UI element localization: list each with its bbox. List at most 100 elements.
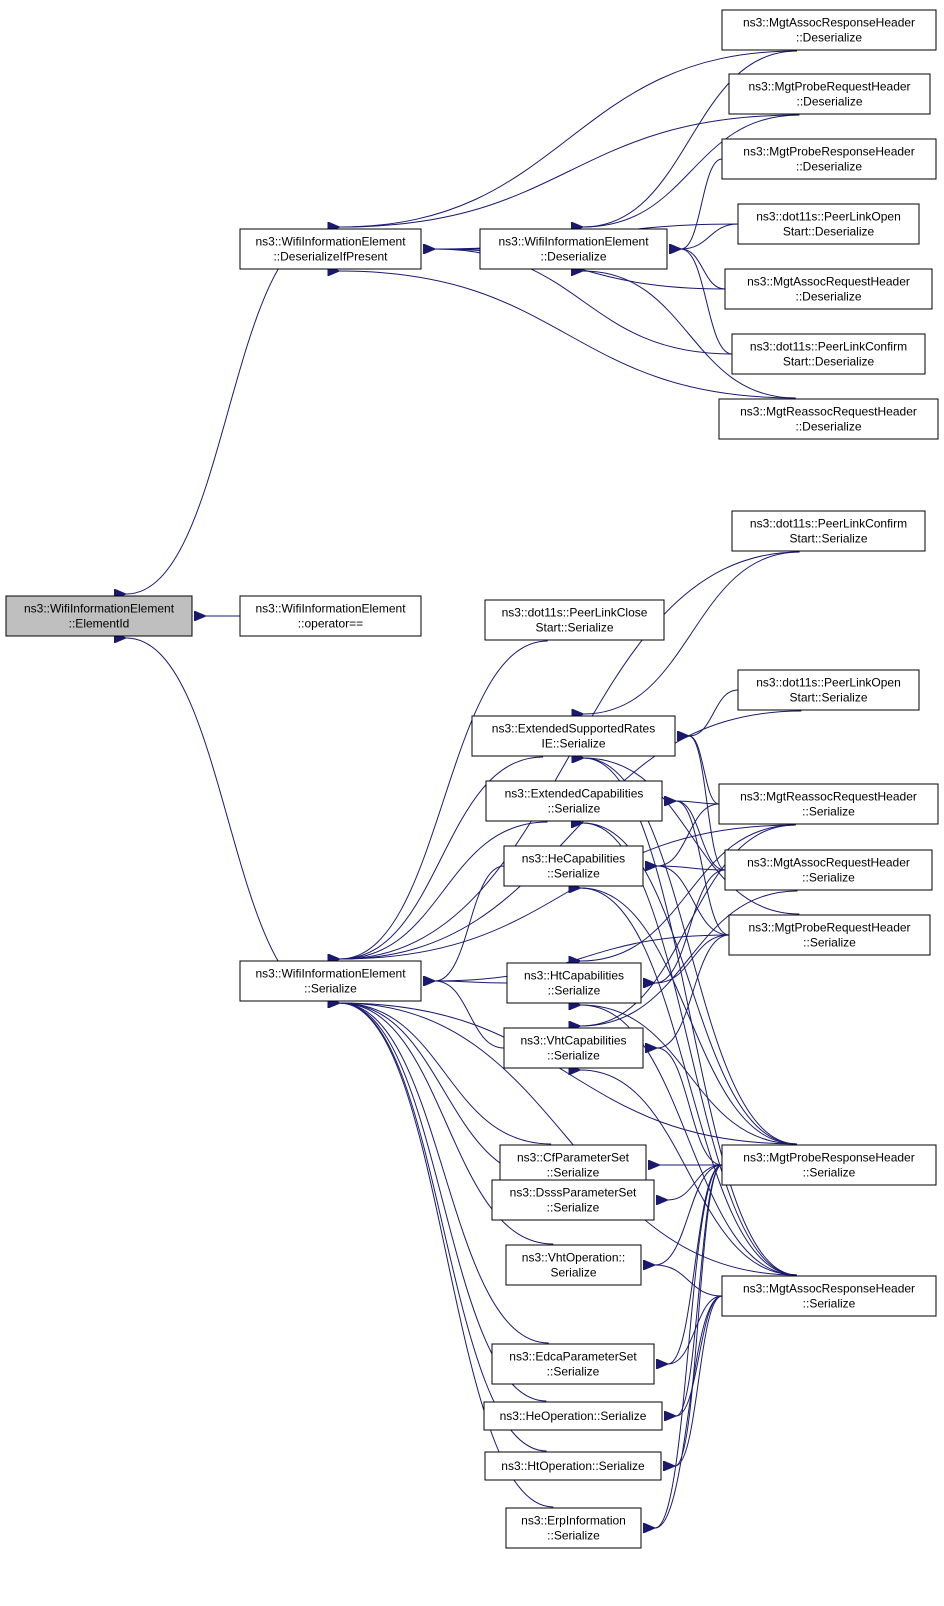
node-label: ::operator== [298, 617, 363, 631]
node-label: ns3::WifiInformationElement [255, 235, 406, 249]
call-edge-die-to-root [126, 228, 331, 594]
call-edge-s_proberesp-to-edca [668, 1164, 723, 1364]
node-label: ns3::HtOperation::Serialize [501, 1459, 645, 1473]
graph-node-erp[interactable]: ns3::ErpInformation::Serialize [505, 1507, 642, 1549]
graph-node-edca[interactable]: ns3::EdcaParameterSet::Serialize [491, 1343, 655, 1385]
graph-node-d_plopen[interactable]: ns3::dot11s::PeerLinkOpenStart::Deserial… [737, 203, 920, 245]
node-box [721, 1275, 937, 1317]
graph-node-d_assocresp[interactable]: ns3::MgtAssocResponseHeader::Deserialize [721, 9, 937, 51]
node-label: ns3::ExtendedCapabilities [505, 787, 644, 801]
node-box [724, 849, 933, 891]
node-label: ::DeserializeIfPresent [273, 250, 388, 264]
node-label: ns3::ErpInformation [521, 1514, 626, 1528]
node-box [721, 138, 937, 180]
graph-node-htop[interactable]: ns3::HtOperation::Serialize [484, 1451, 662, 1481]
node-box [239, 595, 422, 637]
graph-node-s_reassocreq[interactable]: ns3::MgtReassocRequestHeader::Serialize [718, 783, 939, 825]
graph-node-ser[interactable]: ns3::WifiInformationElement::Serialize [239, 960, 422, 1002]
node-box [471, 715, 676, 757]
graph-node-d_plconfirm[interactable]: ns3::dot11s::PeerLinkConfirmStart::Deser… [731, 333, 926, 375]
node-label: ns3::ExtendedSupportedRates [492, 722, 655, 736]
node-label: ns3::dot11s::PeerLinkClose [502, 606, 648, 620]
graph-node-s_probereq[interactable]: ns3::MgtProbeRequestHeader::Serialize [728, 914, 931, 956]
node-label: Start::Deserialize [783, 225, 875, 239]
node-box [503, 845, 644, 887]
call-edge-s_assocresp-to-hecap [580, 888, 797, 1276]
graph-node-htcap[interactable]: ns3::HtCapabilities::Serialize [506, 962, 642, 1004]
node-box [731, 510, 926, 552]
node-box [491, 1343, 655, 1385]
graph-node-hecap[interactable]: ns3::HeCapabilities::Serialize [503, 845, 644, 887]
graph-node-s_proberesp[interactable]: ns3::MgtProbeResponseHeader::Serialize [721, 1144, 937, 1186]
node-label: ns3::dot11s::PeerLinkConfirm [750, 340, 907, 354]
call-edge-s_probereq-to-extrates [584, 758, 800, 915]
call-edge-hecap-to-ser [435, 865, 505, 981]
call-edge-d_assocresp-to-die [340, 50, 797, 227]
graph-node-opeq[interactable]: ns3::WifiInformationElement::operator== [239, 595, 422, 637]
node-box [484, 1451, 662, 1481]
graph-node-d_assocreq[interactable]: ns3::MgtAssocRequestHeader::Deserialize [724, 268, 933, 310]
node-box [718, 398, 939, 440]
graph-node-root[interactable]: ns3::WifiInformationElement::ElementId [5, 595, 193, 637]
graph-node-s_assocresp[interactable]: ns3::MgtAssocResponseHeader::Serialize [721, 1275, 937, 1317]
graph-node-heop[interactable]: ns3::HeOperation::Serialize [483, 1401, 663, 1431]
call-edge-s_probereq-to-hecap [657, 866, 730, 936]
graph-node-s_assocreq[interactable]: ns3::MgtAssocRequestHeader::Serialize [724, 849, 933, 891]
node-label: ns3::dot11s::PeerLinkOpen [756, 676, 901, 690]
node-box [724, 268, 933, 310]
call-edge-s_assocresp-to-erp [655, 1295, 723, 1528]
node-box [479, 228, 668, 270]
call-edge-d_assocreq-to-deser [681, 249, 726, 290]
node-box [728, 914, 931, 956]
node-label: Start::Deserialize [783, 355, 875, 369]
node-label: ::Deserialize [796, 95, 862, 109]
node-label: ns3::MgtAssocResponseHeader [743, 1282, 915, 1296]
call-edge-s_proberesp-to-dsss [668, 1164, 723, 1200]
call-edge-d_probereq-to-die [340, 114, 800, 227]
graph-node-s_plopen[interactable]: ns3::dot11s::PeerLinkOpenStart::Serializ… [737, 669, 920, 711]
node-label: Start::Serialize [535, 621, 613, 635]
node-box [505, 1244, 642, 1286]
call-edge-s_probereq-to-htcap [655, 934, 730, 983]
node-label: ::Serialize [547, 1166, 600, 1180]
call-edge-s_proberesp-to-vhtcap [657, 1048, 723, 1166]
graph-node-extcap[interactable]: ns3::ExtendedCapabilities::Serialize [485, 780, 663, 822]
node-label: ns3::MgtProbeRequestHeader [748, 80, 910, 94]
node-box [737, 203, 920, 245]
call-edge-s_reassocreq-to-hecap [657, 803, 720, 866]
call-edge-s_reassocreq-to-htcap [581, 824, 796, 961]
graph-node-d_reassocreq[interactable]: ns3::MgtReassocRequestHeader::Deserializ… [718, 398, 939, 440]
node-label: ::Serialize [803, 1166, 856, 1180]
call-edge-s_assocreq-to-vhtcap [580, 890, 798, 1026]
node-label: ::Deserialize [796, 31, 862, 45]
call-edge-edca-to-ser [340, 1003, 549, 1344]
node-box [505, 1507, 642, 1549]
graph-node-vhtop[interactable]: ns3::VhtOperation::Serialize [505, 1244, 642, 1286]
node-box [737, 669, 920, 711]
graph-node-die[interactable]: ns3::WifiInformationElement::Deserialize… [239, 228, 422, 270]
node-label: Serialize [550, 1266, 596, 1280]
node-box [718, 783, 939, 825]
node-box [506, 962, 642, 1004]
call-edge-s_reassocreq-to-extcap [676, 801, 720, 804]
graph-node-cfparam[interactable]: ns3::CfParameterSet::Serialize [499, 1144, 647, 1186]
node-label: ns3::MgtProbeResponseHeader [743, 1151, 914, 1165]
call-edge-d_proberesp-to-deser [681, 158, 723, 249]
node-label: ns3::MgtReassocRequestHeader [740, 405, 917, 419]
graph-node-d_proberesp[interactable]: ns3::MgtProbeResponseHeader::Deserialize [721, 138, 937, 180]
node-label: Start::Serialize [789, 532, 867, 546]
graph-node-plclose[interactable]: ns3::dot11s::PeerLinkCloseStart::Seriali… [484, 599, 665, 641]
graph-node-s_plconfirm[interactable]: ns3::dot11s::PeerLinkConfirmStart::Seria… [731, 510, 926, 552]
node-label: ns3::HeCapabilities [522, 852, 625, 866]
call-edge-s_assocreq-to-htcap [655, 869, 726, 983]
call-edge-vhtcap-to-ser [435, 981, 505, 1049]
node-box [721, 9, 937, 51]
graph-node-vhtcap[interactable]: ns3::VhtCapabilities::Serialize [503, 1027, 644, 1069]
call-edge-s_reassocreq-to-extrates [689, 736, 720, 805]
graph-node-d_probereq[interactable]: ns3::MgtProbeRequestHeader::Deserialize [728, 73, 931, 115]
node-label: ::Serialize [547, 1201, 600, 1215]
graph-node-dsss[interactable]: ns3::DsssParameterSet::Serialize [491, 1179, 655, 1221]
call-edge-d_assocresp-to-deser [583, 50, 797, 227]
graph-node-deser[interactable]: ns3::WifiInformationElement::Deserialize [479, 228, 668, 270]
